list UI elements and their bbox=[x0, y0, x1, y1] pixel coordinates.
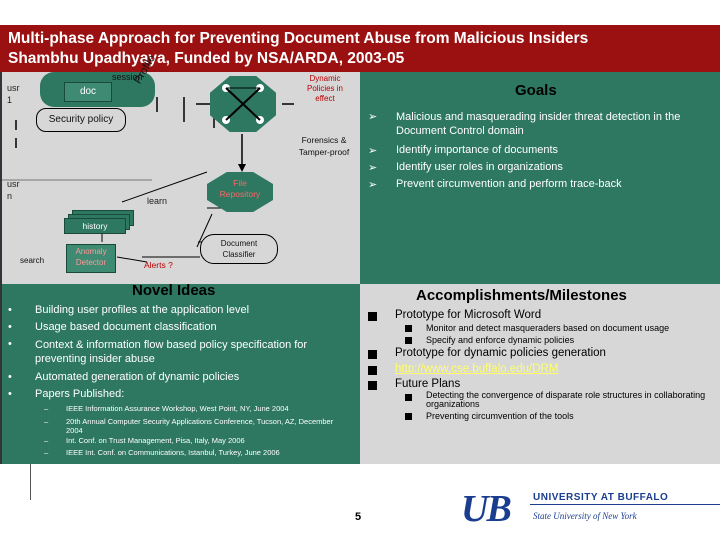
goal-item: Identify user roles in organizations bbox=[396, 161, 563, 173]
university-subtitle: State University of New York bbox=[533, 511, 637, 521]
accomplishment-subitem: Preventing circumvention of the tools bbox=[426, 411, 574, 421]
paper-reference: IEEE Information Assurance Workshop, Wes… bbox=[66, 404, 289, 413]
accomplishment-item: Future Plans bbox=[395, 378, 461, 390]
paper-reference: Int. Conf. on Trust Management, Pisa, It… bbox=[66, 436, 245, 445]
novel-idea-item: Usage based document classification bbox=[35, 321, 217, 333]
novel-ideas-heading: Novel Ideas bbox=[132, 282, 216, 299]
search-label: search bbox=[20, 256, 45, 265]
square-bullet-icon bbox=[405, 337, 412, 344]
paper-reference: IEEE Int. Conf. on Communications, Istan… bbox=[66, 448, 280, 457]
network-graph-icon bbox=[222, 84, 264, 124]
dash: – bbox=[44, 448, 49, 457]
user-1-label: usr 1 bbox=[7, 83, 20, 105]
goal-item: Prevent circumvention and perform trace-… bbox=[396, 178, 622, 190]
file-repository-label: File Repository bbox=[219, 178, 261, 199]
goal-arrow-icon: ➢ bbox=[368, 111, 378, 123]
learn-label: learn bbox=[147, 196, 168, 206]
bullet-dot: • bbox=[8, 338, 12, 350]
novel-idea-item: Context & information flow based policy … bbox=[35, 339, 308, 365]
novel-idea-item: Automated generation of dynamic policies bbox=[35, 371, 240, 383]
diagram-panel: usr 1 usr n session doc Profile Security… bbox=[0, 53, 360, 284]
accomplishments-heading: Accomplishments/Milestones bbox=[416, 287, 627, 304]
file-repository-node bbox=[207, 172, 273, 212]
goals-panel: Goals ➢ Malicious and masquerading insid… bbox=[360, 72, 720, 284]
ub-logo: UB bbox=[461, 488, 525, 530]
accomplishment-subitem: Detecting the convergence of disparate r… bbox=[426, 390, 706, 409]
anomaly-detector-box: Anomaly Detector bbox=[66, 244, 116, 273]
square-bullet-icon bbox=[368, 366, 377, 375]
square-bullet-icon bbox=[405, 394, 412, 401]
square-bullet-icon bbox=[368, 381, 377, 390]
page-number: 5 bbox=[355, 511, 362, 523]
alerts-label: Alerts ? bbox=[144, 260, 173, 270]
goal-item: Malicious and masquerading insider threa… bbox=[396, 111, 681, 137]
dash: – bbox=[44, 417, 49, 426]
dash: – bbox=[44, 404, 49, 413]
goals-heading: Goals bbox=[515, 82, 557, 99]
goal-arrow-icon: ➢ bbox=[368, 145, 378, 157]
accomplishment-item: Prototype for dynamic policies generatio… bbox=[395, 347, 606, 359]
logo-rule bbox=[530, 504, 720, 505]
footer-divider bbox=[30, 464, 31, 500]
square-bullet-icon bbox=[368, 350, 377, 359]
title-bar: Multi-phase Approach for Preventing Docu… bbox=[0, 25, 720, 72]
dynamic-policies-label: Dynamic Policies in effect bbox=[306, 74, 343, 103]
doc-box: doc bbox=[64, 82, 112, 102]
document-classifier-box: Document Classifier bbox=[200, 234, 278, 264]
square-bullet-icon bbox=[405, 413, 412, 420]
accomplishment-subitem: Specify and enforce dynamic policies bbox=[426, 335, 575, 345]
footer-area bbox=[0, 464, 720, 540]
history-box: history bbox=[64, 218, 126, 234]
novel-ideas-panel: Novel Ideas • Building user profiles at … bbox=[0, 282, 360, 464]
session-label: session bbox=[112, 72, 143, 82]
bullet-dot: • bbox=[8, 371, 12, 383]
forensics-label: Forensics & Tamper-proof bbox=[298, 135, 350, 157]
user-n-label: usr n bbox=[7, 179, 20, 201]
goal-arrow-icon: ➢ bbox=[368, 179, 378, 191]
square-bullet-icon bbox=[405, 325, 412, 332]
goal-arrow-icon: ➢ bbox=[368, 162, 378, 174]
security-policy-box: Security policy bbox=[36, 108, 126, 132]
drm-project-link[interactable]: http://www.cse.buffalo.edu/DRM bbox=[395, 363, 559, 375]
bullet-dot: • bbox=[8, 388, 12, 400]
ub-logo-mark: UB bbox=[461, 488, 512, 530]
dash: – bbox=[44, 436, 49, 445]
novel-idea-item: Papers Published: bbox=[35, 388, 125, 400]
university-name: UNIVERSITY AT BUFFALO bbox=[533, 492, 669, 503]
paper-reference: 20th Annual Computer Security Applicatio… bbox=[66, 417, 334, 435]
bullet-dot: • bbox=[8, 304, 12, 316]
goal-item: Identify importance of documents bbox=[396, 144, 559, 156]
accomplishment-item: Prototype for Microsoft Word bbox=[395, 309, 542, 321]
square-bullet-icon bbox=[368, 312, 377, 321]
bullet-dot: • bbox=[8, 321, 12, 333]
accomplishments-panel: Accomplishments/Milestones Prototype for… bbox=[360, 284, 720, 464]
novel-idea-item: Building user profiles at the applicatio… bbox=[35, 304, 250, 316]
slide-title: Multi-phase Approach for Preventing Docu… bbox=[8, 30, 589, 47]
accomplishment-subitem: Monitor and detect masqueraders based on… bbox=[426, 323, 670, 333]
slide-subtitle: Shambhu Upadhyaya, Funded by NSA/ARDA, 2… bbox=[8, 50, 405, 67]
